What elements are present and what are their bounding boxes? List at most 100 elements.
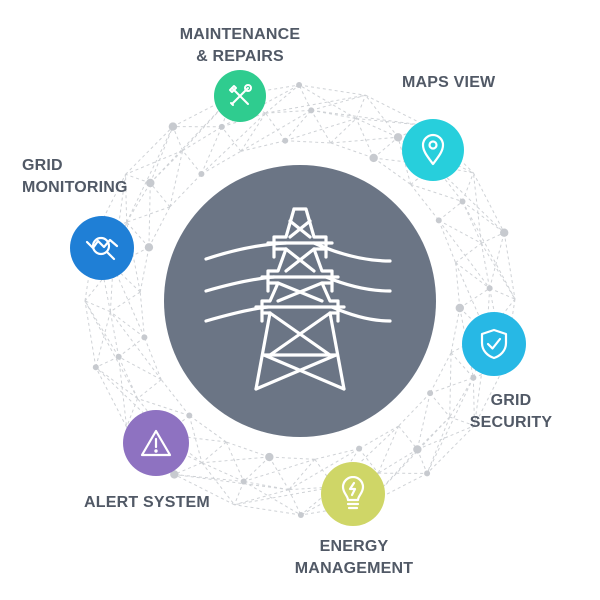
energy-management-label: ENERGY MANAGEMENT <box>294 538 414 577</box>
mesh-link <box>377 425 400 474</box>
monitoring-magnifier-icon <box>85 236 119 261</box>
mesh-link <box>118 356 128 428</box>
mesh-link <box>225 441 245 482</box>
mesh-link <box>314 448 360 460</box>
mesh-link <box>139 291 145 338</box>
grid-monitoring-label: GRID MONITORING <box>22 157 128 196</box>
energy-management-button[interactable] <box>321 462 385 526</box>
mesh-link <box>330 142 374 159</box>
mesh-link <box>455 262 488 335</box>
mesh-link <box>503 232 516 300</box>
mesh-link <box>95 366 167 435</box>
mesh-link <box>429 352 452 394</box>
mesh-link <box>426 425 475 474</box>
mesh-link <box>365 94 399 138</box>
mesh-link <box>240 112 266 152</box>
mesh-link <box>416 449 428 474</box>
mesh-link <box>137 379 162 399</box>
mesh-link <box>311 109 426 127</box>
mesh-link <box>243 481 302 516</box>
mesh-link <box>265 94 366 114</box>
mesh-link <box>118 356 162 381</box>
mesh-link <box>182 126 223 152</box>
mesh-link <box>109 311 162 380</box>
mesh-link <box>95 356 119 368</box>
mesh-link <box>398 392 431 427</box>
mesh-link <box>234 504 301 516</box>
maps-view-button[interactable] <box>402 119 464 181</box>
mesh-link <box>188 415 203 463</box>
transmission-tower-icon <box>204 207 392 391</box>
mesh-link <box>425 125 474 174</box>
mesh-link <box>365 94 426 126</box>
mesh-link <box>489 288 506 366</box>
mesh-node <box>424 470 431 477</box>
mesh-link <box>118 356 138 399</box>
grid-security-button[interactable] <box>462 312 526 376</box>
mesh-link <box>143 337 162 380</box>
mesh-link <box>398 425 418 450</box>
mesh-link <box>288 448 360 491</box>
alert-system-label: ALERT SYSTEM <box>84 494 210 511</box>
mesh-link <box>416 393 431 450</box>
mesh-link <box>426 416 451 474</box>
mesh-node <box>186 412 193 419</box>
mesh-link <box>265 109 312 114</box>
mesh-link <box>240 140 286 152</box>
mesh-link <box>355 118 375 159</box>
mesh-link <box>438 201 463 221</box>
mesh-link <box>480 243 491 289</box>
mesh-link <box>243 458 315 482</box>
mesh-link <box>149 126 174 184</box>
mesh-node <box>435 217 442 224</box>
mesh-node <box>427 390 434 397</box>
mesh-link <box>438 220 491 289</box>
maintenance-repairs-button[interactable] <box>214 70 266 122</box>
mesh-link <box>139 247 150 293</box>
mesh-link <box>310 110 332 144</box>
mesh-link <box>201 462 244 482</box>
mesh-node <box>282 137 289 144</box>
mesh-node <box>296 82 303 89</box>
mesh-link <box>84 300 97 368</box>
maintenance-repairs-label: MAINTENANCE & REPAIRS <box>179 26 301 65</box>
mesh-node <box>470 374 477 381</box>
mesh-link <box>285 140 331 144</box>
mesh-link <box>201 462 235 506</box>
mesh-node <box>92 364 99 371</box>
mesh-node <box>393 133 403 142</box>
mesh-link <box>373 136 399 159</box>
mesh-link <box>95 366 138 399</box>
mesh-node <box>144 243 154 252</box>
mesh-link <box>94 234 111 312</box>
mesh-link <box>300 503 368 516</box>
wrench-screwdriver-icon <box>229 84 252 106</box>
mesh-link <box>169 150 184 207</box>
mesh-link <box>377 448 418 474</box>
mesh-link <box>489 287 516 300</box>
mesh-link <box>84 300 111 313</box>
mesh-link <box>299 84 366 96</box>
warning-icon <box>140 429 172 457</box>
alert-system-button[interactable] <box>123 410 189 476</box>
mesh-link <box>355 95 367 119</box>
mesh-link <box>358 448 379 474</box>
mesh-link <box>433 165 505 234</box>
mesh-link <box>201 441 227 464</box>
mesh-link <box>472 172 505 233</box>
mesh-link <box>288 458 316 490</box>
lightbulb-icon <box>341 476 365 510</box>
mesh-link <box>462 201 516 300</box>
mesh-link <box>288 489 302 516</box>
mesh-link <box>126 182 151 223</box>
mesh-node <box>413 445 422 454</box>
mesh-node <box>308 107 315 114</box>
mesh-link <box>474 365 506 426</box>
mesh-node <box>170 470 179 479</box>
mesh-link <box>284 110 312 142</box>
mesh-node <box>459 198 466 205</box>
mesh-link <box>449 352 452 418</box>
mesh-link <box>358 425 399 450</box>
grid-monitoring-button[interactable] <box>70 216 134 280</box>
